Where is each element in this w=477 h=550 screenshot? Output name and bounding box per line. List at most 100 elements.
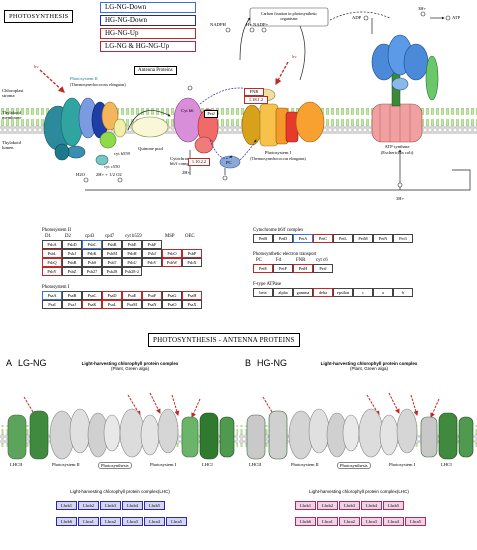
gene-psbj[interactable]: PsbJ (62, 249, 82, 258)
gene-psad[interactable]: PsaD (102, 291, 122, 300)
gene-psbc[interactable]: PsbC (82, 240, 102, 249)
gene-lhca1[interactable]: Lhca1 (317, 517, 338, 526)
fnr-ec-box[interactable]: 1.18.1.2 (244, 96, 268, 104)
gene-lhcb2[interactable]: Lhcb2 (317, 501, 338, 510)
gene-psbm[interactable]: PsbM (102, 249, 122, 258)
gene-psbp[interactable]: PsbP (182, 249, 202, 258)
gene-psaj[interactable]: PsaJ (62, 300, 82, 309)
gene-lhca1[interactable]: Lhca1 (78, 517, 99, 526)
gene-alpha[interactable]: alpha (273, 288, 293, 297)
gene-psao[interactable]: PsaO (162, 300, 182, 309)
gene-epsilon[interactable]: epsilon (333, 288, 353, 297)
gene-lhca4[interactable]: Lhca4 (144, 517, 165, 526)
gene-psby[interactable]: PsbY (42, 267, 62, 276)
carbon-fixation-box[interactable]: Carbon fixation in photosynthetic organi… (260, 11, 318, 21)
gene-petj[interactable]: PetJ (313, 264, 333, 273)
thylakoid-membrane-label: Thylakoid membrane (2, 110, 22, 120)
gene-lhca2[interactable]: Lhca2 (100, 517, 121, 526)
gene-psaa[interactable]: PsaA (42, 291, 62, 300)
gene-lhcb1[interactable]: Lhcb1 (56, 501, 77, 510)
gene-lhcb3[interactable]: Lhcb3 (339, 501, 360, 510)
gene-lhca5[interactable]: Lhca5 (166, 517, 187, 526)
gene-psbs[interactable]: PsbS (82, 258, 102, 267)
gene-psbx[interactable]: PsbX (182, 258, 202, 267)
gene-peta[interactable]: PetA (293, 234, 313, 243)
gene-pet3[interactable]: Pet3 (393, 234, 413, 243)
ps2-label: Photosystem II (52, 462, 80, 467)
gene-lhcb3[interactable]: Lhcb3 (100, 501, 121, 510)
gene-psbw[interactable]: PsbW (162, 258, 182, 267)
antenna-proteins-box[interactable]: Antenna Proteins (134, 66, 177, 75)
gene-lhcb6[interactable]: Lhcb6 (295, 517, 316, 526)
gene-petf[interactable]: PetF (273, 264, 293, 273)
gene-lhca5[interactable]: Lhca5 (405, 517, 426, 526)
gene-lhca3[interactable]: Lhca3 (122, 517, 143, 526)
gene-a[interactable]: a (373, 288, 393, 297)
gene-psal[interactable]: PsaL (102, 300, 122, 309)
gene-psbh[interactable]: PsbH (122, 249, 142, 258)
photosynthesis-link[interactable]: Photosynthesis (337, 462, 371, 469)
gene-lhcb1[interactable]: Lhcb1 (295, 501, 316, 510)
gene-psaf[interactable]: PsaF (142, 291, 162, 300)
gene-psbu[interactable]: PsbU (122, 258, 142, 267)
gene-lhcb6[interactable]: Lhcb6 (56, 517, 77, 526)
gene-psab[interactable]: PsaB (62, 291, 82, 300)
gene-psae[interactable]: PsaE (122, 291, 142, 300)
gene-pete[interactable]: PetE (253, 264, 273, 273)
gene-psbk[interactable]: PsbK (82, 249, 102, 258)
gene-psak[interactable]: PsaK (82, 300, 102, 309)
gene-psbb[interactable]: PsbB (102, 240, 122, 249)
gene-psan[interactable]: PsaN (142, 300, 162, 309)
hplus-nadp-label: H+ NADP+ (246, 22, 269, 27)
gene-delta[interactable]: delta (313, 288, 333, 297)
petj-box[interactable]: PetJ (204, 110, 218, 118)
gene-lhcb5[interactable]: Lhcb5 (144, 501, 165, 510)
gene-lhcb5[interactable]: Lhcb5 (383, 501, 404, 510)
gene-lhca2[interactable]: Lhca2 (339, 517, 360, 526)
complex-subtitle: (Plant, Green alga) (110, 366, 150, 371)
gene-psb28[interactable]: Psb28 (102, 267, 122, 276)
gene-psac[interactable]: PsaC (82, 291, 102, 300)
gene-petn[interactable]: PetN (373, 234, 393, 243)
gene-c[interactable]: c (353, 288, 373, 297)
gene-psbr[interactable]: PsbR (62, 258, 82, 267)
ps2-organism-label: (Thermosynechococcus elongatus) (70, 82, 126, 87)
gene-beta[interactable]: beta (253, 288, 273, 297)
gene-gamma[interactable]: gamma (293, 288, 313, 297)
gene-psba[interactable]: PsbA (42, 240, 62, 249)
gene-psbi[interactable]: PsbI (142, 249, 162, 258)
cyt-ec-box[interactable]: 1.10.2.2 (188, 158, 210, 166)
photosynthesis-link[interactable]: Photosynthesis (98, 462, 132, 469)
gene-petm[interactable]: PetM (353, 234, 373, 243)
gene-psam[interactable]: PsaM (122, 300, 142, 309)
gene-psbz[interactable]: PsbZ (62, 267, 82, 276)
gene-psbl[interactable]: PsbL (42, 249, 62, 258)
gene-lhca4[interactable]: Lhca4 (383, 517, 404, 526)
gene-psbf[interactable]: PsbF (142, 240, 162, 249)
gene-lhcb4[interactable]: Lhcb4 (122, 501, 143, 510)
gene-petl[interactable]: PetL (333, 234, 353, 243)
gene-lhcb2[interactable]: Lhcb2 (78, 501, 99, 510)
gene-petc[interactable]: PetC (313, 234, 333, 243)
gene-psb28-2[interactable]: Psb28-2 (122, 267, 142, 276)
gene-psbe[interactable]: PsbE (122, 240, 142, 249)
gene-petd[interactable]: PetD (273, 234, 293, 243)
gene-psah[interactable]: PsaH (182, 291, 202, 300)
gene-psbd[interactable]: PsbD (62, 240, 82, 249)
gene-psbv[interactable]: PsbV (142, 258, 162, 267)
gene-psbo[interactable]: PsbO (162, 249, 182, 258)
gene-psag[interactable]: PsaG (162, 291, 182, 300)
gene-psbq[interactable]: PsbQ (42, 258, 62, 267)
gene-lhca3[interactable]: Lhca3 (361, 517, 382, 526)
gene-peth[interactable]: PetH (293, 264, 313, 273)
gene-psb27[interactable]: Psb27 (82, 267, 102, 276)
gene-psbt[interactable]: PsbT (102, 258, 122, 267)
fnr-box[interactable]: FNR (244, 88, 264, 96)
gene-b[interactable]: b (393, 288, 413, 297)
gene-psai[interactable]: PsaI (42, 300, 62, 309)
gene-petb[interactable]: PetB (253, 234, 273, 243)
gene-psax[interactable]: PsaX (182, 300, 202, 309)
lhc-title: Light-harvesting chlorophyll protein com… (309, 489, 409, 494)
gene-lhcb4[interactable]: Lhcb4 (361, 501, 382, 510)
